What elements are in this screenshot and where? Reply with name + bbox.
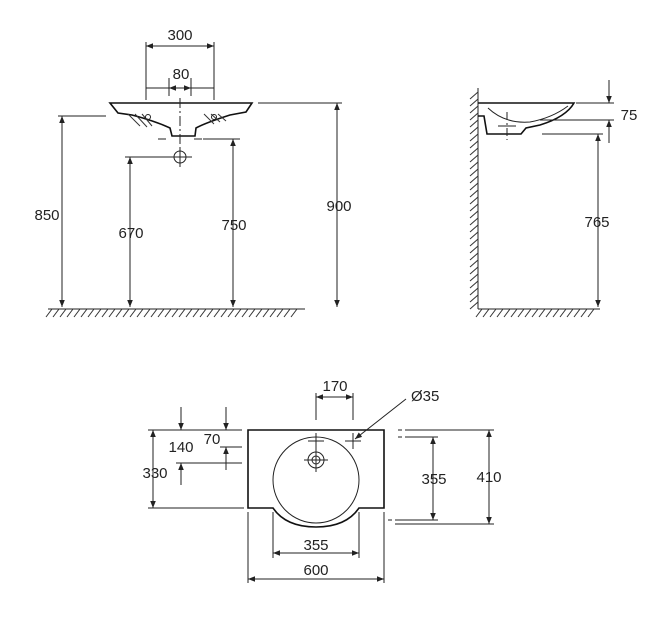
dim-600: 600 xyxy=(303,562,328,579)
dim-70: 70 xyxy=(204,431,221,448)
front-tap-hole-right xyxy=(211,114,217,120)
dim-765: 765 xyxy=(584,214,609,231)
dim-900: 900 xyxy=(326,198,351,215)
dim-140: 140 xyxy=(168,439,193,456)
dim-355-bottom: 355 xyxy=(303,537,328,554)
dim-170: 170 xyxy=(322,378,347,395)
dim-750: 750 xyxy=(221,217,246,234)
dim-80: 80 xyxy=(173,66,190,83)
front-tap-hole-left xyxy=(145,114,151,120)
top-view: 170 Ø35 140 70 330 355 410 355 xyxy=(142,378,502,583)
side-view: 75 765 xyxy=(469,80,638,318)
top-basin-outline xyxy=(247,429,385,528)
dim-850: 850 xyxy=(34,207,59,224)
front-basin-outline xyxy=(108,102,254,137)
dim-75: 75 xyxy=(621,107,638,124)
dim-355-right: 355 xyxy=(421,471,446,488)
front-floor xyxy=(45,308,305,318)
side-basin-outline xyxy=(478,102,576,135)
dim-670: 670 xyxy=(118,225,143,242)
dim-330: 330 xyxy=(142,465,167,482)
dim-dia35: Ø35 xyxy=(411,388,439,405)
front-view: 300 80 850 670 750 900 xyxy=(34,27,352,318)
dim-300: 300 xyxy=(167,27,192,44)
dim-410: 410 xyxy=(476,469,501,486)
